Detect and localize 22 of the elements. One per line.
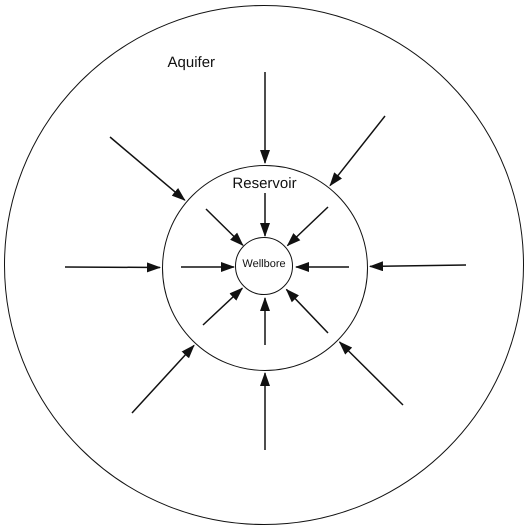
arrow — [205, 208, 244, 246]
arrow — [65, 262, 161, 272]
outer-circle — [4, 5, 524, 525]
region-label: Aquifer — [168, 54, 216, 70]
arrow — [260, 297, 270, 345]
arrow — [329, 116, 386, 186]
arrow — [286, 206, 329, 246]
arrow — [260, 193, 270, 237]
inner-circle — [235, 237, 293, 295]
arrow — [260, 72, 270, 164]
arrow — [338, 341, 404, 406]
middle-circle — [162, 164, 368, 370]
arrow — [202, 288, 244, 326]
arrow — [369, 261, 466, 272]
region-label: Wellbore — [242, 258, 286, 270]
arrow — [295, 262, 349, 272]
arrow — [131, 344, 195, 414]
arrow — [181, 262, 235, 272]
arrow — [286, 288, 329, 334]
arrow — [260, 372, 270, 450]
arrow — [110, 136, 186, 201]
region-label: Reservoir — [232, 175, 297, 192]
